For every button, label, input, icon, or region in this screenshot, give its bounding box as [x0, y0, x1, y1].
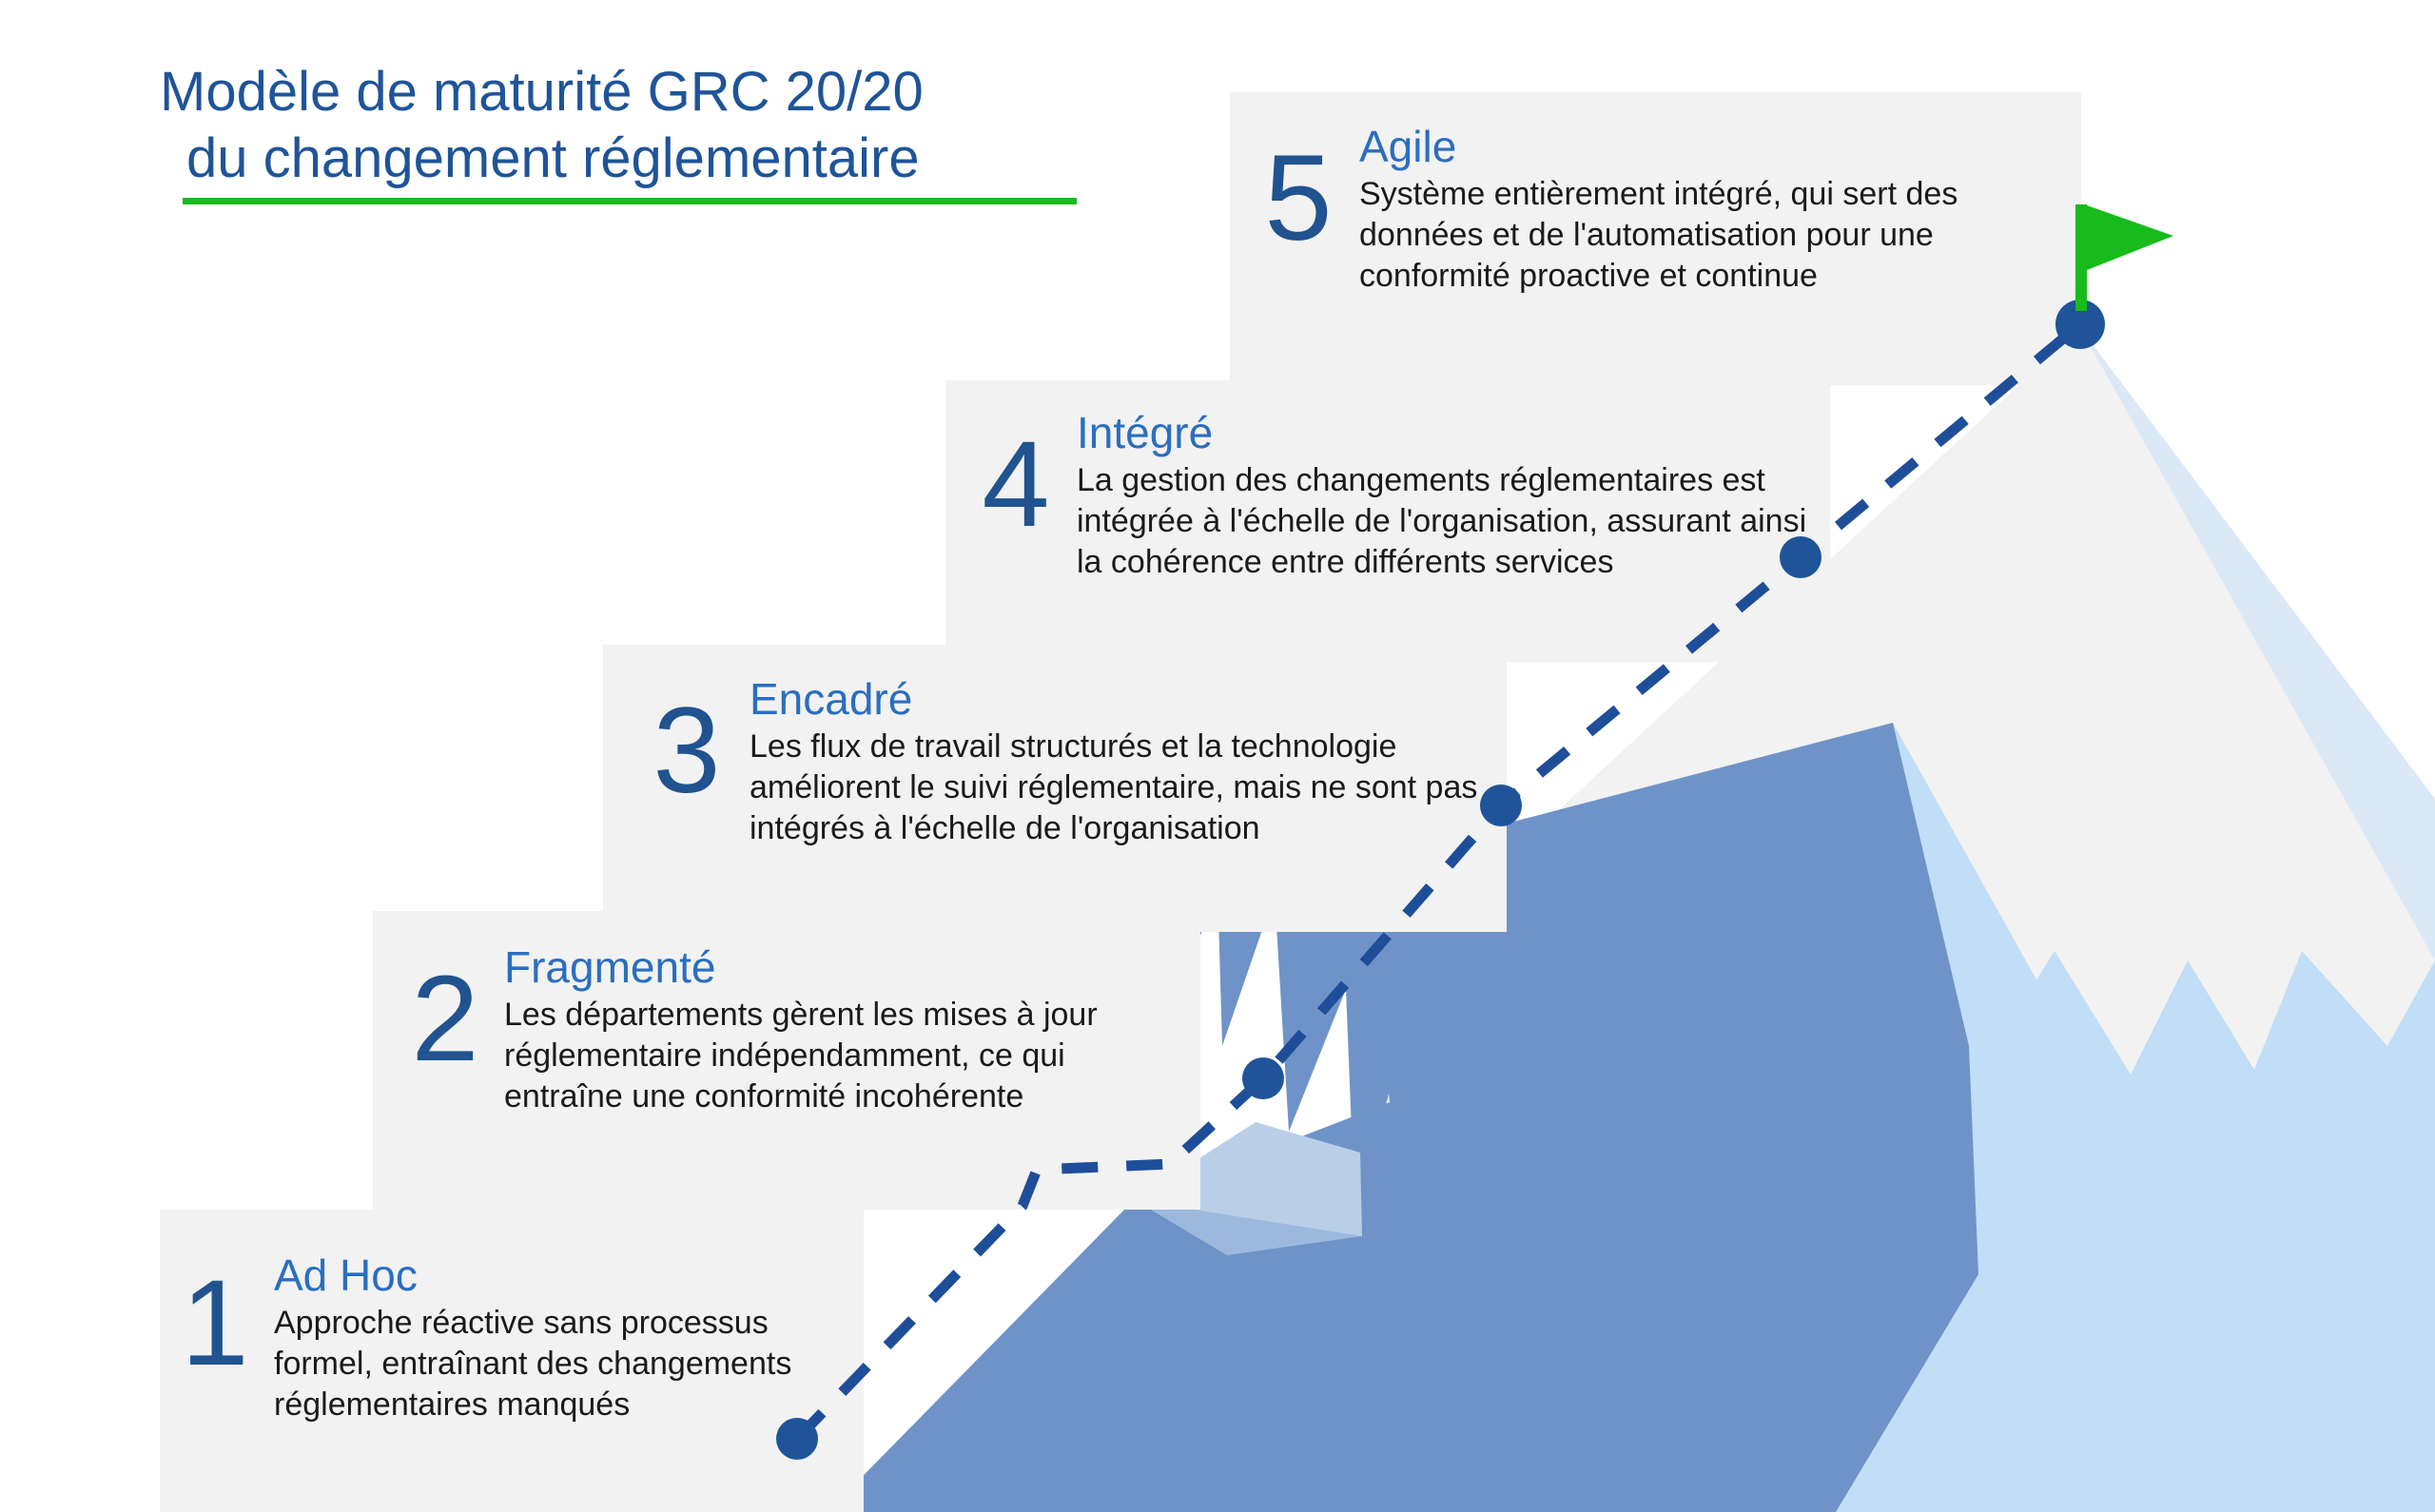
step-card-1[interactable]: 1 Ad Hoc Approche réactive sans processu…	[160, 1210, 864, 1512]
step-card-5[interactable]: 5 Agile Système entièrement intégré, qui…	[1230, 92, 2081, 385]
step-card-2[interactable]: 2 Fragmenté Les départements gèrent les …	[373, 911, 1200, 1210]
step-label-2: Fragmenté	[504, 942, 716, 992]
step-description-4: La gestion des changements réglementaire…	[1077, 462, 1807, 580]
step-description-3: Les flux de travail structurés et la tec…	[750, 728, 1478, 846]
step-label-4: Intégré	[1077, 408, 1214, 457]
step-text-5: Agile Système entièrement intégré, qui s…	[1359, 121, 2081, 297]
step-number-2: 2	[411, 951, 479, 1087]
step-number-3: 3	[653, 683, 721, 819]
step-description-1: Approche réactive sans processus formel,…	[274, 1305, 792, 1423]
step-number-1: 1	[181, 1255, 249, 1391]
step-card-3[interactable]: 3 Encadré Les flux de travail structurés…	[603, 645, 1507, 932]
title-line-2: du changement réglementaire	[186, 127, 920, 189]
step-text-4: Intégré La gestion des changements régle…	[1077, 407, 1830, 583]
step-description-2: Les départements gèrent les mises à jour…	[504, 997, 1098, 1115]
step-label-5: Agile	[1359, 122, 1457, 171]
title-underline	[183, 198, 1077, 204]
step-text-2: Fragmenté Les départements gèrent les mi…	[504, 941, 1200, 1117]
step-number-5: 5	[1264, 130, 1333, 266]
title-line-1: Modèle de maturité GRC 20/20	[160, 61, 924, 123]
step-number-4: 4	[982, 417, 1050, 552]
step-label-3: Encadré	[750, 674, 913, 724]
step-text-1: Ad Hoc Approche réactive sans processus …	[274, 1250, 864, 1425]
step-description-5: Système entièrement intégré, qui sert de…	[1359, 176, 1958, 294]
step-text-3: Encadré Les flux de travail structurés e…	[750, 673, 1507, 849]
page-title: Modèle de maturité GRC 20/20 du changeme…	[160, 59, 1111, 204]
step-card-4[interactable]: 4 Intégré La gestion des changements rég…	[945, 380, 1830, 662]
step-label-1: Ad Hoc	[274, 1250, 418, 1300]
